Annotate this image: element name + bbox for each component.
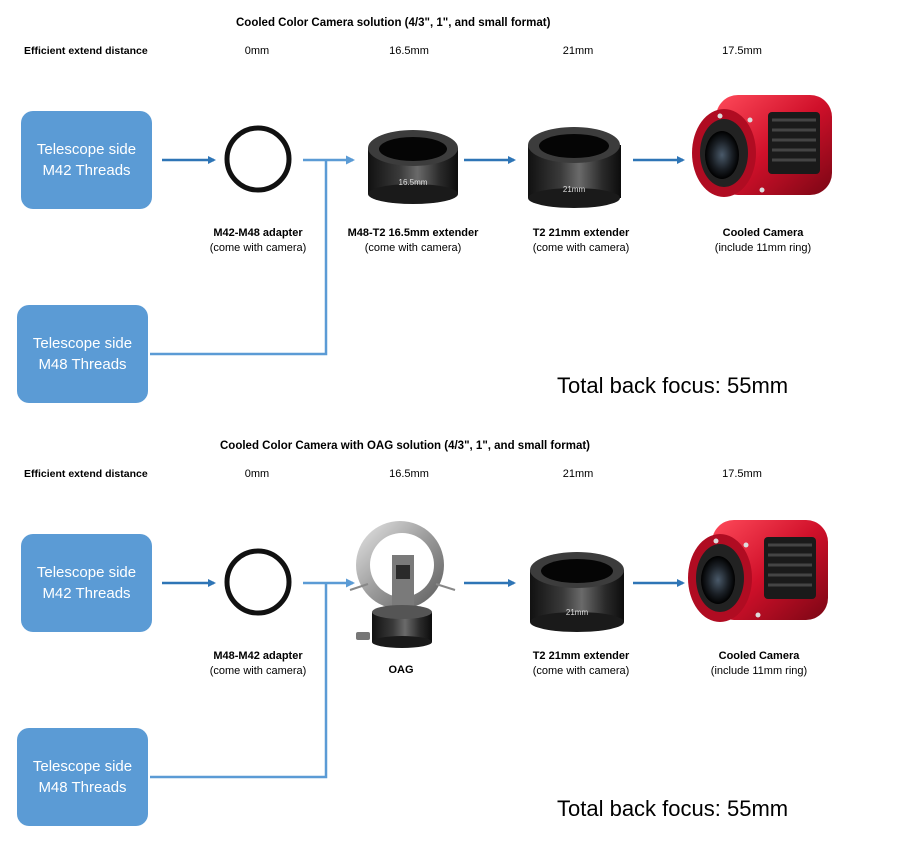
section-2-caption-oag: OAG [388,663,413,678]
oag-icon [349,521,456,648]
adapter-ring-icon [224,548,292,616]
section-1-connectors [150,155,685,356]
section-1-distance-adapter: 0mm [244,45,270,57]
telescope-box-line1: Telescope side [36,564,137,581]
component-note: (include 11mm ring) [710,665,808,677]
component-name: Cooled Camera [722,227,804,239]
extender-21mm-engraving: 21mm [563,185,586,194]
cooled-camera-icon [688,520,828,622]
section-2-row-label: Efficient extend distance [24,468,148,480]
section-1-caption-extender: M48-T2 16.5mm extender (come with camera… [348,226,479,256]
section-2-caption-camera: Cooled Camera (include 11mm ring) [711,649,807,679]
cooled-camera-icon [692,95,832,197]
telescope-box-line1: Telescope side [32,335,133,352]
section-2-distance-t2: 21mm [562,468,594,480]
extender-16mm-engraving: 16.5mm [399,178,428,187]
extender-21mm-icon: 21mm [530,552,624,632]
section-2-caption-adapter: M48-M42 adapter (come with camera) [210,649,307,679]
component-note: (come with camera) [532,242,630,254]
extender-16mm-icon: 16.5mm [368,130,458,204]
component-name: M42-M48 adapter [213,227,303,239]
section-2-title: Cooled Color Camera with OAG solution (4… [220,440,591,452]
section-1-caption-adapter: M42-M48 adapter (come with camera) [210,226,307,256]
extender-21mm-engraving: 21mm [566,608,589,617]
section-1-total-back-focus: Total back focus: 55mm [557,373,789,398]
section-2-distance-camera: 17.5mm [722,468,762,480]
section-1-distance-camera: 17.5mm [722,45,762,57]
section-2-distance-adapter: 0mm [244,468,270,480]
section-1-distance-extender: 16.5mm [389,45,429,57]
telescope-box-line1: Telescope side [32,758,133,775]
component-name: T2 21mm extender [532,650,630,662]
telescope-box-line2: M48 Threads [38,779,127,796]
telescope-box-line2: M42 Threads [42,585,131,602]
component-note: (come with camera) [209,665,307,677]
adapter-ring-icon [224,125,292,193]
component-name: Cooled Camera [718,650,800,662]
component-name: OAG [388,664,414,676]
section-1-caption-camera: Cooled Camera (include 11mm ring) [715,226,811,256]
component-note: (include 11mm ring) [714,242,812,254]
section-1-caption-t2: T2 21mm extender (come with camera) [533,226,630,256]
section-2-total-back-focus: Total back focus: 55mm [557,796,789,821]
section-2-connectors [150,578,685,779]
section-2-caption-t2: T2 21mm extender (come with camera) [533,649,630,679]
telescope-box-line2: M42 Threads [42,162,131,179]
component-note: (come with camera) [209,242,307,254]
telescope-box-line2: M48 Threads [38,356,127,373]
section-1-distance-t2: 21mm [562,45,594,57]
extender-21mm-icon: 21mm [528,127,621,208]
component-note: (come with camera) [364,242,462,254]
section-1-row-label: Efficient extend distance [24,45,148,57]
m48-connector-line [150,583,328,779]
component-note: (come with camera) [532,665,630,677]
telescope-box-line1: Telescope side [36,141,137,158]
m48-connector-line [150,160,328,356]
section-1-title: Cooled Color Camera solution (4/3", 1", … [236,17,551,29]
section-2-distance-oag: 16.5mm [389,468,429,480]
component-name: M48-T2 16.5mm extender [347,227,479,239]
component-name: M48-M42 adapter [213,650,303,662]
component-name: T2 21mm extender [532,227,630,239]
